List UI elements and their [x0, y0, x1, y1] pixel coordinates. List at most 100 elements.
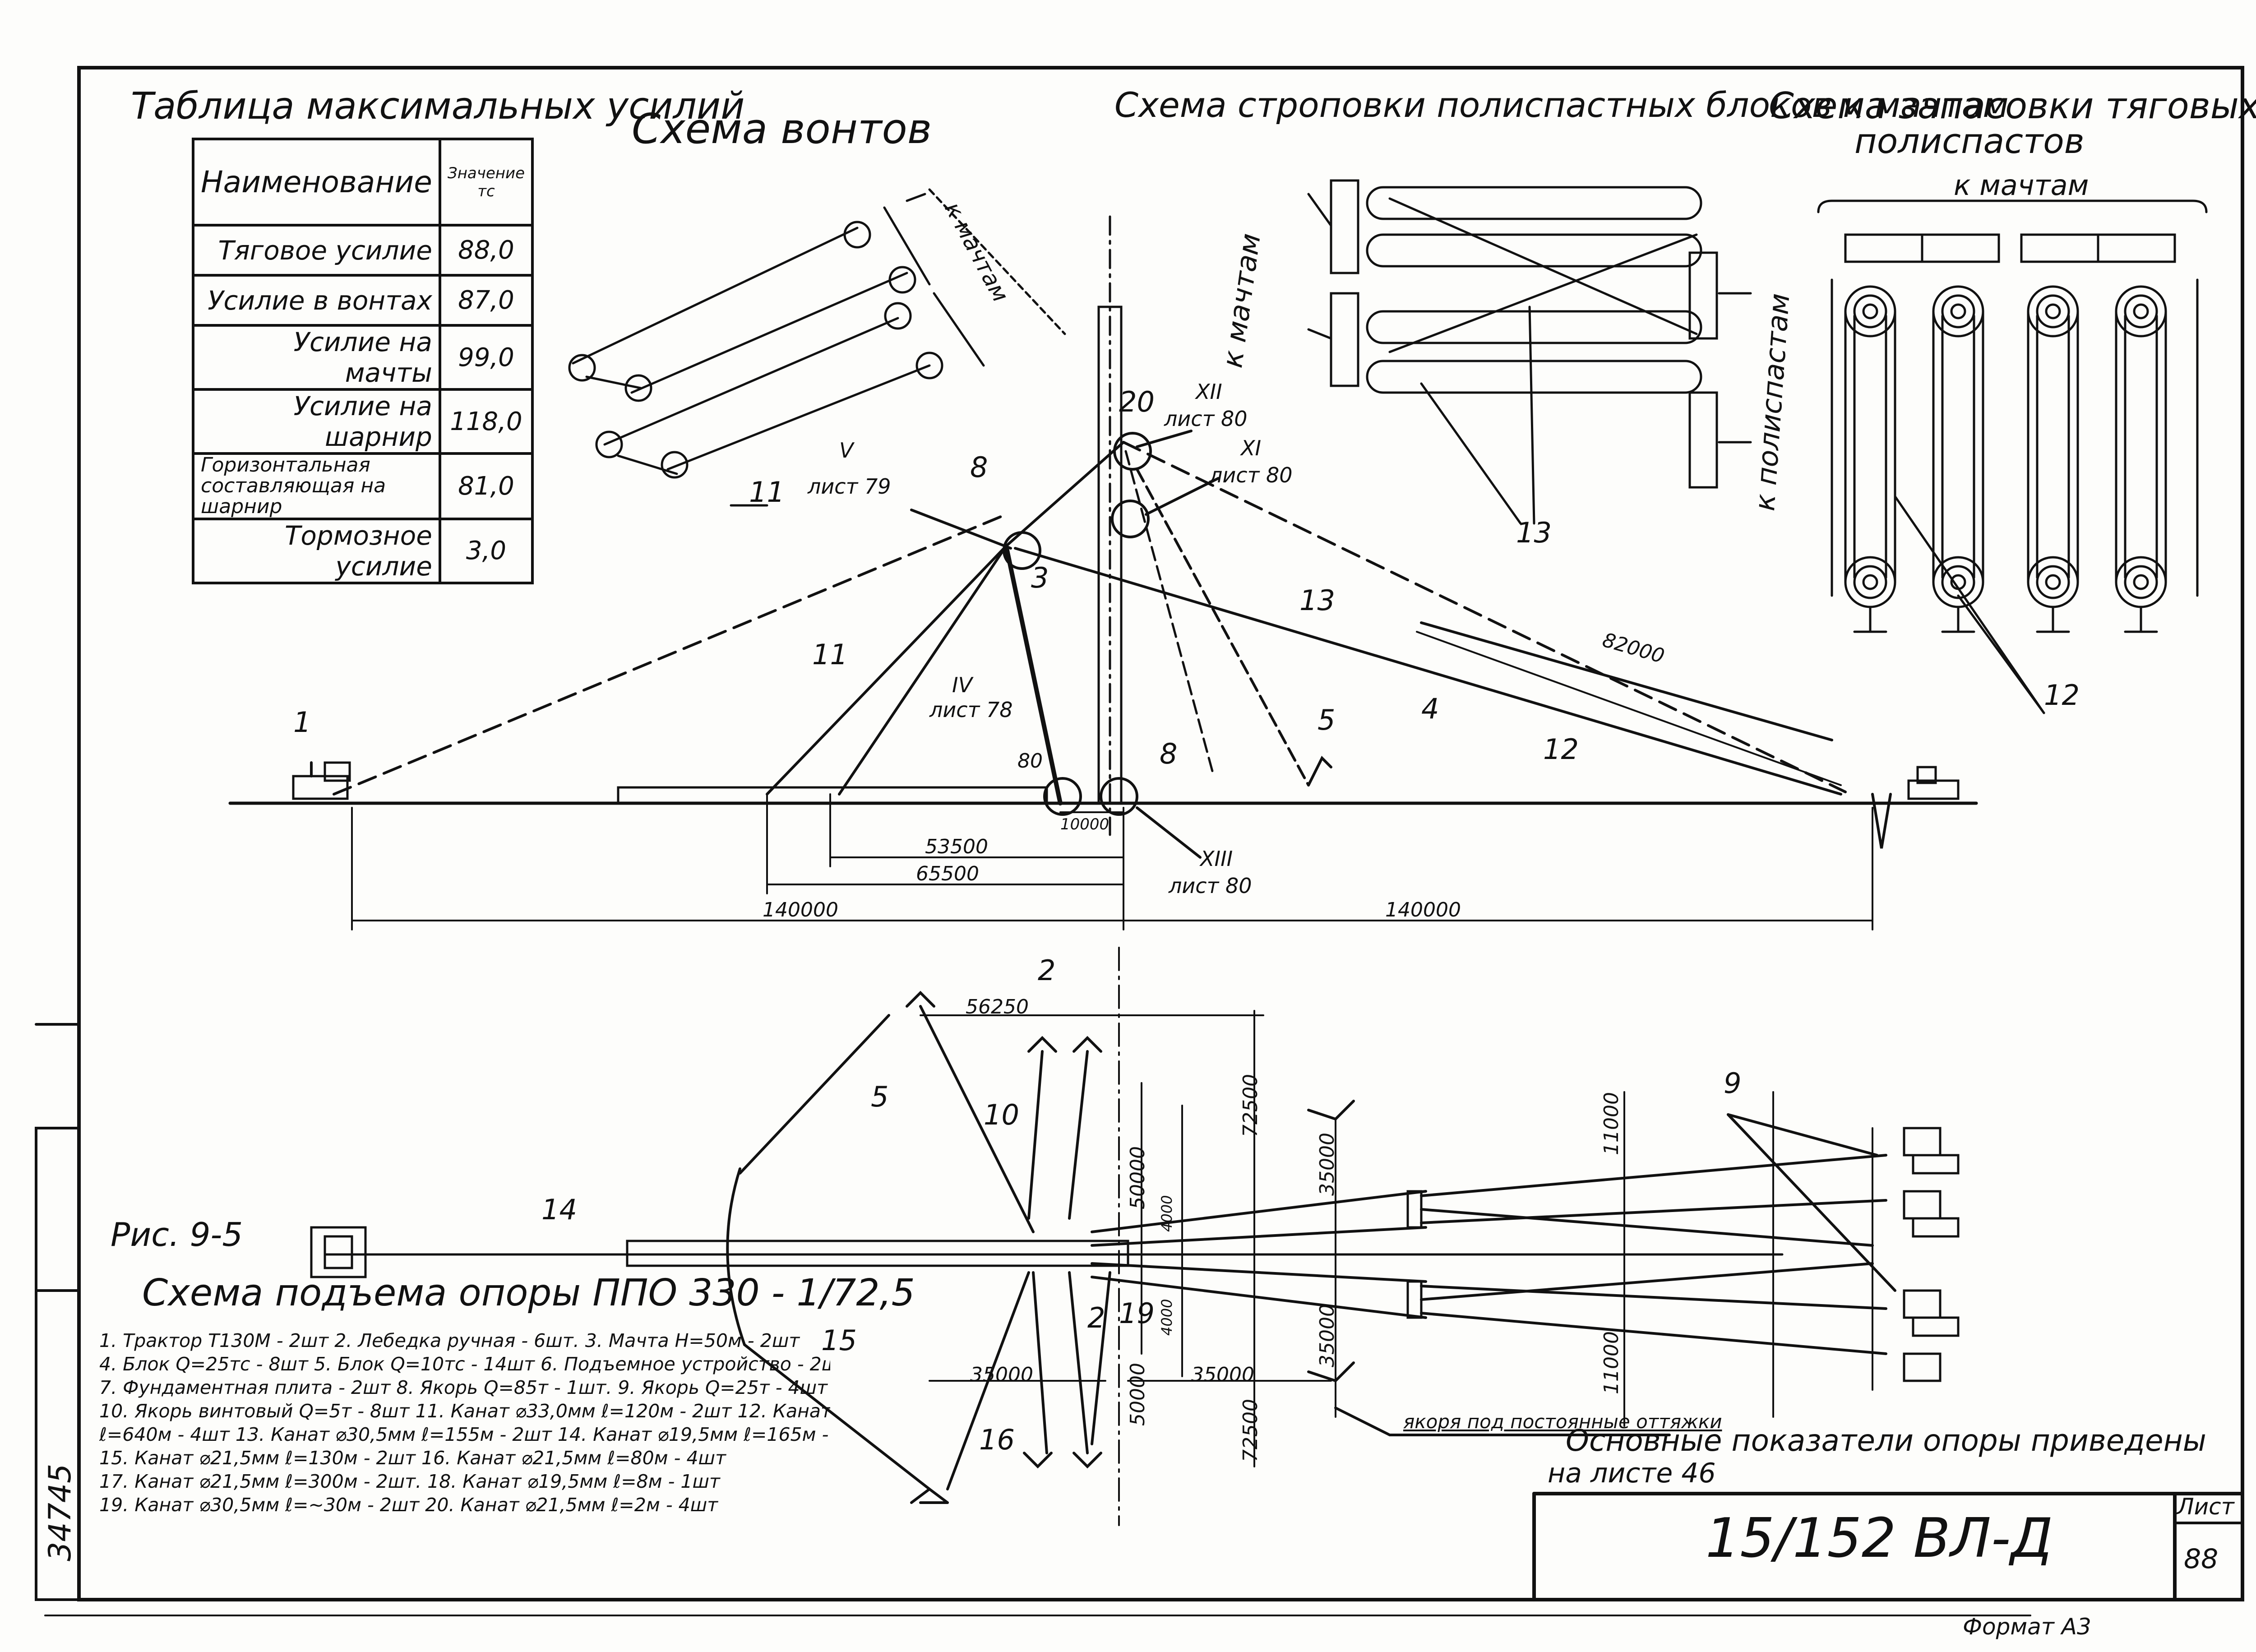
format-label: Формат А3 [1963, 1614, 2091, 1640]
ref-IV: IV [952, 673, 973, 697]
table-row: Усилие на шарнир 118,0 [192, 388, 534, 455]
table-cell-name: Усилие на шарнир [192, 388, 441, 455]
dim-4000-bottom: 4000 [1158, 1299, 1175, 1336]
callout-5-plan: 5 [871, 1080, 889, 1113]
callout-12-side: 12 [1543, 733, 1579, 766]
anchor-note: якоря под постоянные оттяжки [1403, 1411, 1722, 1433]
table-cell-name: Тяговое усилие [192, 224, 441, 277]
ref-XIII: XIII [1200, 847, 1233, 871]
dim-35000-top-v: 35000 [1316, 1133, 1339, 1196]
callout-8-ground: 8 [1160, 737, 1178, 770]
dim-140000-left: 140000 [763, 898, 838, 921]
table-row: Усилие в вонтах 87,0 [192, 274, 534, 327]
ref-V: V [839, 438, 854, 463]
callout-11-guys: 11 [749, 476, 785, 509]
ref-XI: XI [1241, 436, 1262, 460]
legend-line: ℓ=640м - 4шт 13. Канат ⌀30,5мм ℓ=155м - … [99, 1424, 830, 1445]
table-cell-value: 88,0 [438, 224, 534, 277]
figure-number: Рис. 9-5 [111, 1216, 243, 1254]
dim-4000-top: 4000 [1158, 1195, 1175, 1232]
sheet-label: Лист [2177, 1494, 2234, 1520]
table-header-value: Значение тс [438, 138, 534, 227]
callout-14: 14 [541, 1193, 577, 1226]
table-cell-name: Усилие на мачты [192, 324, 441, 391]
table-cell-name: Горизонтальная составляющая на шарнир [192, 452, 441, 520]
dim-72500-top: 72500 [1239, 1074, 1262, 1137]
slinging-scheme [1307, 179, 1752, 525]
ref-sheet-79: лист 79 [808, 474, 891, 499]
table-header-row: Наименование Значение тс [192, 138, 534, 227]
legend-line: 19. Канат ⌀30,5мм ℓ=~30м - 2шт 20. Канат… [99, 1494, 718, 1516]
callout-20: 20 [1119, 385, 1155, 418]
table-row: Тормозное усилие 3,0 [192, 517, 534, 584]
callout-2-top: 2 [1038, 954, 1056, 987]
table-cell-value: 87,0 [438, 274, 534, 327]
inventory-number: 34745 [42, 1463, 78, 1561]
legend-line: 17. Канат ⌀21,5мм ℓ=300м - 2шт. 18. Кана… [99, 1471, 720, 1492]
ref-sheet-80-b: лист 80 [1209, 463, 1293, 487]
dim-35000-left: 35000 [970, 1363, 1033, 1386]
table-row: Тяговое усилие 88,0 [192, 224, 534, 277]
dim-11000-bottom: 11000 [1600, 1331, 1623, 1394]
dim-140000-right: 140000 [1385, 898, 1461, 921]
dim-65500: 65500 [916, 862, 979, 885]
table-cell-value: 118,0 [438, 388, 534, 455]
reeving-scheme-title-2: полиспастов [1854, 121, 2085, 161]
dim-35000-bottom-v: 35000 [1316, 1304, 1339, 1367]
callout-19: 19 [1119, 1297, 1155, 1330]
guys-scheme-title: Схема вонтов [632, 105, 932, 153]
legend-line: 10. Якорь винтовый Q=5т - 8шт 11. Канат … [99, 1400, 830, 1422]
lift-scheme-title: Схема подъема опоры ППО 330 - 1/72,5 [142, 1272, 915, 1314]
callout-15: 15 [821, 1324, 857, 1357]
callout-13-slinging: 13 [1516, 516, 1552, 549]
drawing-code: 15/152 ВЛ-Д [1706, 1507, 2053, 1570]
sheet-number: 88 [2184, 1543, 2219, 1575]
table-row: Горизонтальная составляющая на шарнир 81… [192, 452, 534, 520]
dim-53500: 53500 [925, 835, 988, 858]
note-line-1: Основные показатели опоры приведены [1566, 1423, 2206, 1458]
ref-sheet-80-a: лист 80 [1164, 407, 1248, 431]
table-cell-value: 81,0 [438, 452, 534, 520]
dim-56250: 56250 [966, 995, 1029, 1018]
reeving-scheme-title-1: Схема запасовки тяговых [1769, 85, 2256, 127]
dim-35000-right: 35000 [1191, 1363, 1254, 1386]
callout-11-side: 11 [812, 638, 848, 671]
equipment-legend: 1. Трактор Т130М - 2шт 2. Лебедка ручная… [99, 1329, 830, 1517]
slinging-scheme-title: Схема строповки полиспастных блоков к ма… [1114, 85, 2009, 125]
table-cell-value: 3,0 [438, 517, 534, 584]
legend-line: 4. Блок Q=25тс - 8шт 5. Блок Q=10тс - 14… [99, 1353, 830, 1375]
dim-11000-top: 11000 [1600, 1092, 1623, 1155]
legend-line: 1. Трактор Т130М - 2шт 2. Лебедка ручная… [99, 1330, 800, 1351]
dim-50000-top: 50000 [1126, 1146, 1149, 1209]
stamp-frame [1532, 1492, 2244, 1601]
table-cell-name: Усилие в вонтах [192, 274, 441, 327]
callout-10: 10 [984, 1098, 1019, 1131]
guys-scheme [568, 188, 1066, 507]
callout-13-side: 13 [1299, 584, 1335, 617]
ref-sheet-78: лист 78 [929, 698, 1013, 722]
dim-50000-bottom: 50000 [1126, 1363, 1149, 1426]
table-title: Таблица максимальных усилий [131, 85, 745, 128]
side-elevation [228, 215, 1978, 930]
table-cell-name: Тормозное усилие [192, 517, 441, 584]
legend-line: 15. Канат ⌀21,5мм ℓ=130м - 2шт 16. Канат… [99, 1447, 726, 1469]
dim-10000: 10000 [1060, 815, 1110, 833]
plan-view [310, 947, 1960, 1526]
max-force-table: Наименование Значение тс Тяговое усилие … [192, 138, 534, 584]
dim-80: 80 [1017, 750, 1043, 773]
table-header-name: Наименование [192, 138, 441, 227]
label-to-masts-reeving: к мачтам [1954, 169, 2089, 202]
callout-16: 16 [979, 1423, 1015, 1456]
callout-5-side: 5 [1318, 703, 1336, 736]
callout-9: 9 [1724, 1067, 1742, 1100]
sheet-frame [35, 66, 2244, 1616]
callout-4: 4 [1421, 692, 1439, 725]
legend-line: 7. Фундаментная плита - 2шт 8. Якорь Q=8… [99, 1377, 828, 1398]
table-cell-value: 99,0 [438, 324, 534, 391]
reeving-scheme [1817, 199, 2208, 714]
reeving-sheave-group [1844, 285, 2167, 608]
callout-1: 1 [293, 706, 311, 739]
ref-sheet-80-c: лист 80 [1169, 874, 1252, 898]
